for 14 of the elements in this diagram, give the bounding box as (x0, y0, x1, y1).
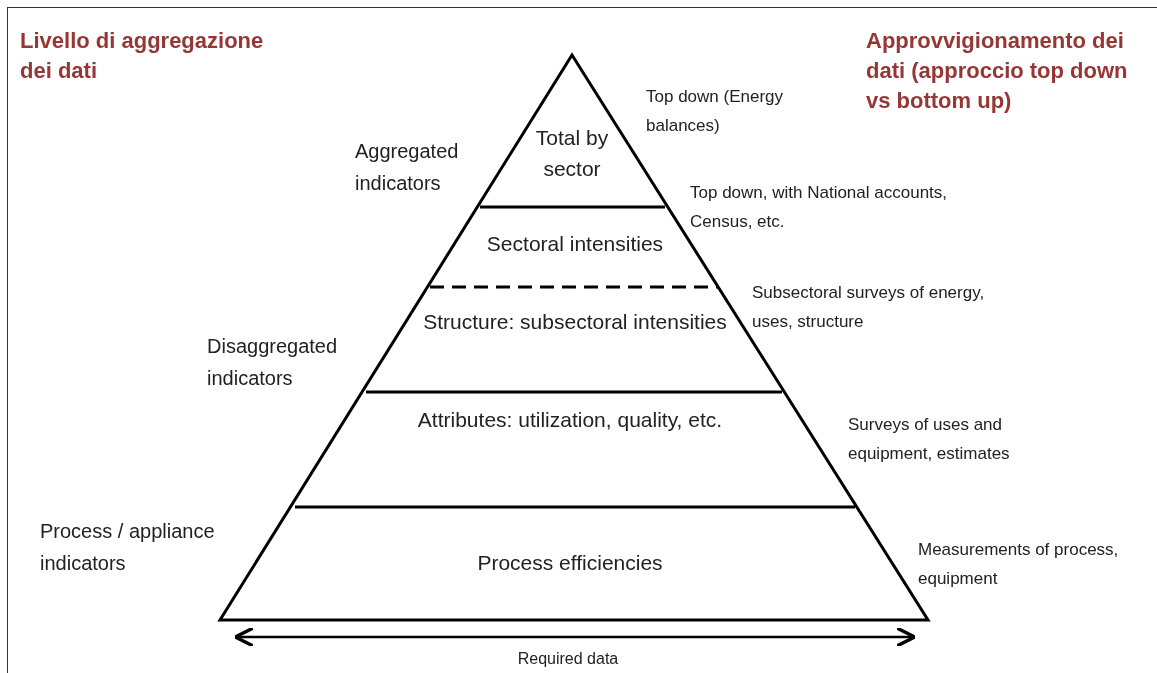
level-label: Process / appliance indicators (40, 519, 216, 576)
annotation: Measurements of process, equipment (918, 539, 1120, 590)
layer-label: Total by sector (510, 122, 634, 184)
axis-label: Required data (516, 649, 620, 669)
layer-label: Process efficiencies (330, 547, 810, 578)
heading: Approvvigionamento dei dati (approccio top down vs bottom up) (866, 27, 1129, 115)
heading: Livello di aggregazione dei dati (20, 27, 265, 85)
layer-label: Attributes: utilization, quality, etc. (370, 404, 770, 435)
layer-label: Structure: subsectoral intensities (405, 306, 745, 337)
annotation: Surveys of uses and equipment, estimates (848, 414, 1011, 465)
annotation: Top down (Energy balances) (646, 86, 785, 137)
level-label: Disaggregated indicators (207, 334, 339, 391)
annotation: Subsectoral surveys of energy, uses, structure (752, 282, 986, 333)
level-label: Aggregated indicators (355, 139, 460, 196)
